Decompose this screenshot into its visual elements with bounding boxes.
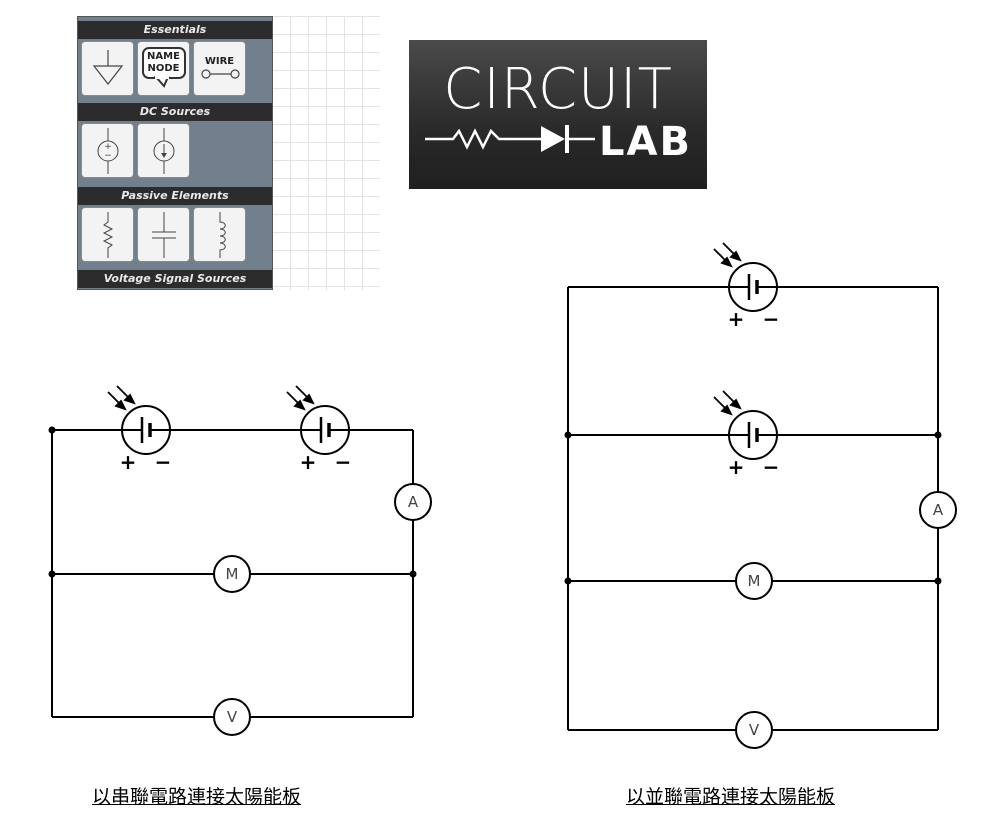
logo-circuit-text: CIRCUIT (443, 57, 673, 122)
light-arrows-icon (713, 390, 742, 416)
series-cell2-plus: + (300, 450, 317, 474)
parallel-voltmeter-label: V (749, 721, 760, 739)
inductor-icon (219, 212, 226, 258)
name-node-line1: NAME (147, 51, 180, 62)
parallel-cell1-plus: + (728, 307, 745, 331)
parallel-motor-label: M (748, 572, 761, 590)
light-arrows-icon (286, 385, 315, 411)
resistor-icon (102, 212, 114, 258)
series-voltmeter-label: V (227, 708, 238, 726)
dc-current-source-button[interactable] (137, 123, 190, 178)
parallel-solar-cell-2 (713, 390, 778, 460)
dc-current-source-icon (153, 128, 175, 174)
series-cell2-minus: − (335, 450, 352, 474)
parallel-cell2-minus: − (763, 455, 780, 479)
resistor-button[interactable] (81, 207, 134, 262)
dc-voltage-source-button[interactable]: + − (81, 123, 134, 178)
logo-lab-text: LAB (599, 119, 692, 165)
component-palette: Essentials NAME NODE WIRE DC Sources + (77, 16, 273, 290)
parallel-ammeter-label: A (933, 501, 944, 519)
section-essentials: Essentials (78, 21, 272, 39)
logo-resistor-diode-graphic (425, 125, 595, 153)
editor-grid (272, 16, 380, 290)
series-solar-cell-1 (107, 385, 171, 455)
parallel-cell2-plus: + (728, 455, 745, 479)
wire-icon (201, 69, 240, 79)
ground-icon (92, 50, 124, 85)
parallel-solar-cell-1 (713, 242, 778, 312)
svg-text:−: − (104, 151, 112, 161)
name-node-button[interactable]: NAME NODE (137, 41, 190, 96)
section-voltage-signal-sources: Voltage Signal Sources (78, 270, 272, 288)
section-dc-sources: DC Sources (78, 103, 272, 121)
parallel-caption: 以並聯電路連接太陽能板 (626, 786, 836, 808)
svg-text:+: + (104, 142, 112, 152)
series-caption: 以串聯電路連接太陽能板 (92, 786, 302, 808)
series-ammeter (394, 483, 432, 521)
ground-button[interactable] (81, 41, 134, 96)
light-arrows-icon (107, 385, 136, 411)
parallel-ammeter (919, 491, 957, 529)
capacitor-icon (152, 212, 176, 258)
wire-label: WIRE (204, 56, 235, 67)
light-arrows-icon (713, 242, 742, 268)
series-motor (213, 555, 251, 593)
series-voltmeter (213, 698, 251, 736)
parallel-motor (735, 562, 773, 600)
series-cell1-minus: − (155, 450, 172, 474)
circuitlab-logo: CIRCUIT LAB (409, 40, 707, 189)
section-passive-elements: Passive Elements (78, 187, 272, 205)
series-cell1-plus: + (120, 450, 137, 474)
parallel-voltmeter (735, 711, 773, 749)
capacitor-button[interactable] (137, 207, 190, 262)
series-motor-label: M (226, 565, 239, 583)
inductor-button[interactable] (193, 207, 246, 262)
wire-button[interactable]: WIRE (193, 41, 246, 96)
dc-voltage-source-icon: + − (97, 128, 119, 174)
name-node-line2: NODE (147, 63, 180, 74)
series-ammeter-label: A (408, 493, 419, 511)
series-solar-cell-2 (286, 385, 350, 455)
name-node-icon (142, 47, 186, 88)
parallel-cell1-minus: − (763, 307, 780, 331)
